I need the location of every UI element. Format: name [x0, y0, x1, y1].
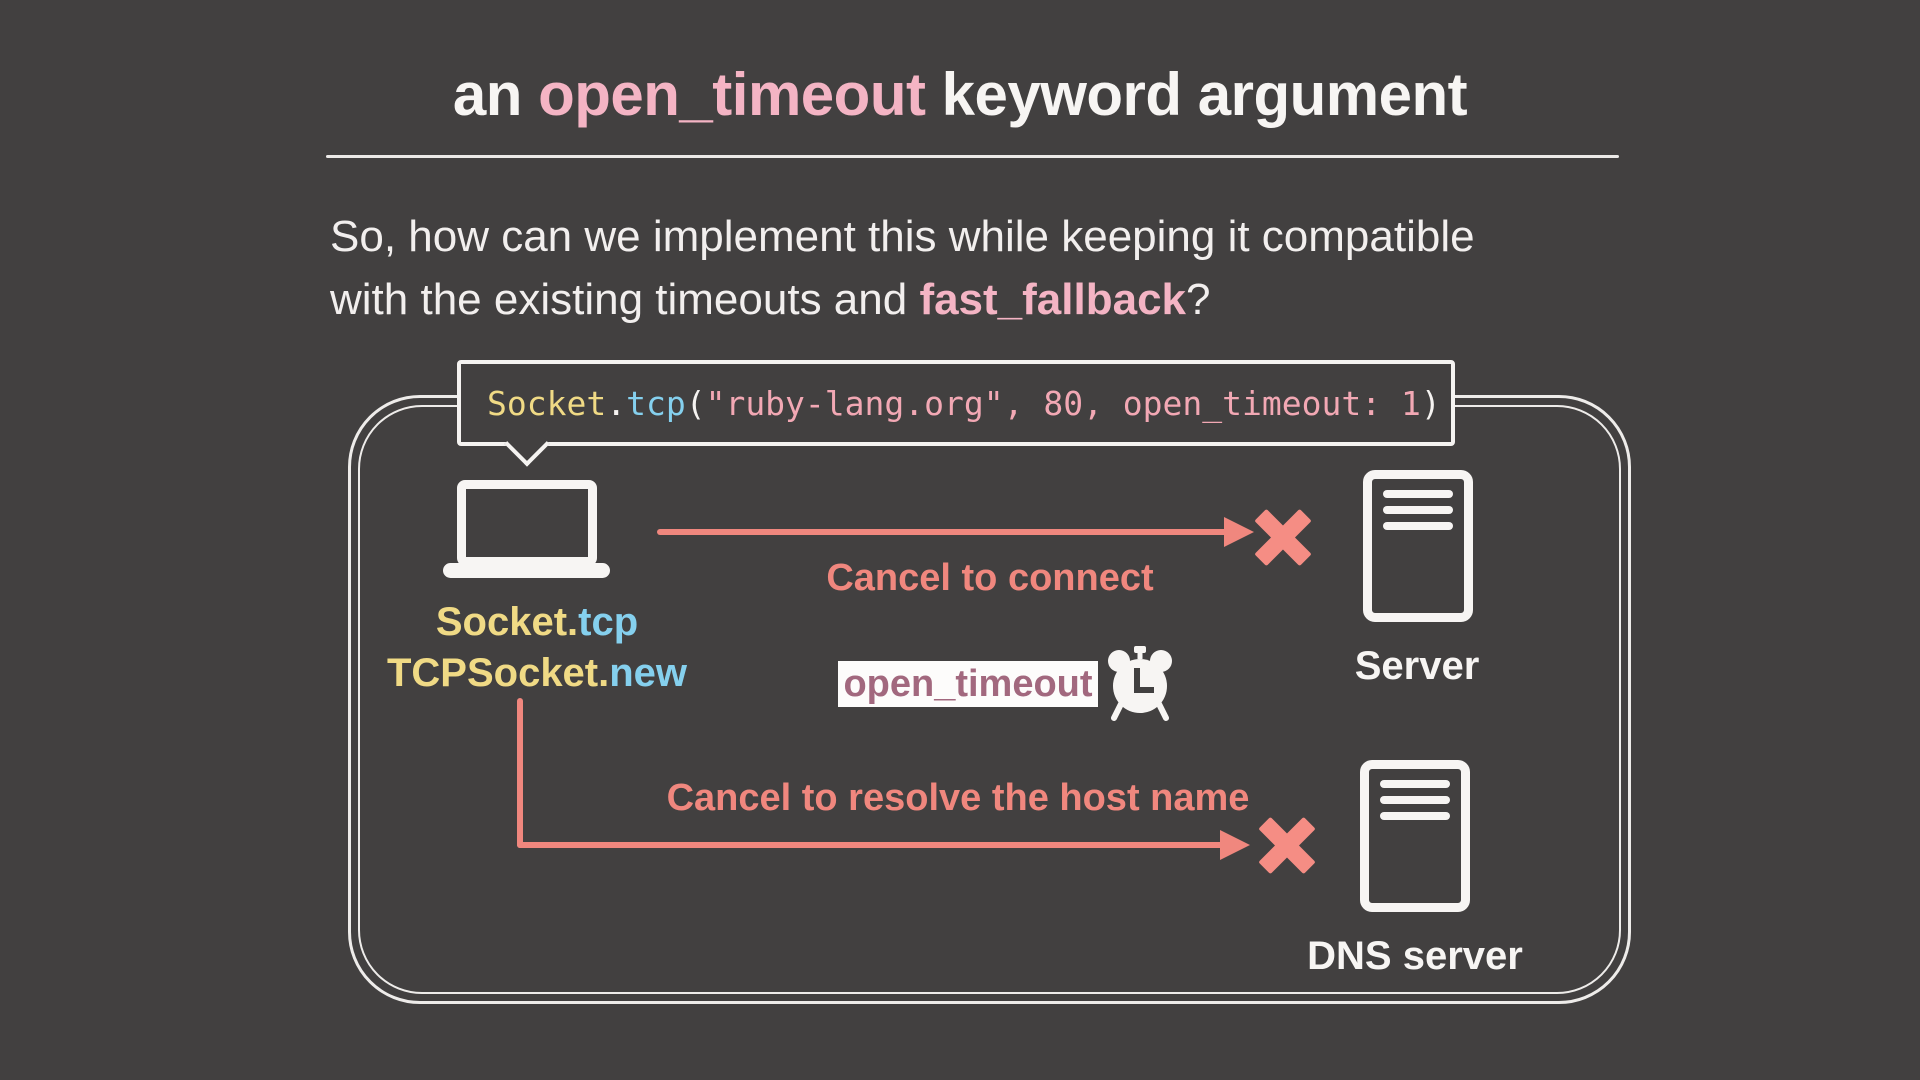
title-underline	[326, 155, 1619, 158]
subtitle-paragraph: So, how can we implement this while keep…	[330, 205, 1730, 331]
code-receiver: Socket	[487, 383, 607, 423]
title-suffix: keyword argument	[925, 61, 1468, 128]
code-arguments: "ruby-lang.org", 80, open_timeout: 1	[705, 383, 1421, 423]
slide-title: an open_timeout keyword argument	[0, 60, 1920, 129]
server-icon	[1363, 470, 1473, 622]
title-highlight: open_timeout	[538, 61, 926, 128]
client-label-socket-tcp: Socket.tcp	[435, 600, 639, 644]
code-method: tcp	[626, 383, 686, 423]
x-mark-icon-connect	[1254, 508, 1312, 567]
subtitle-line-2: with the existing timeouts and fast_fall…	[330, 268, 1730, 331]
open-timeout-badge: open_timeout	[838, 661, 1098, 707]
subtitle-line2-suffix: ?	[1186, 275, 1211, 324]
laptop-icon	[443, 480, 610, 578]
dns-server-label: DNS server	[1307, 934, 1523, 978]
resolve-cancel-label: Cancel to resolve the host name	[666, 777, 1250, 819]
client-label-tcpsocket-new: TCPSocket.new	[386, 651, 688, 695]
connect-arrow-line	[657, 529, 1227, 535]
resolve-arrow-horizontal-line	[517, 842, 1223, 848]
code-dot: .	[606, 383, 627, 423]
subtitle-line2-highlight: fast_fallback	[919, 275, 1187, 324]
dns-server-icon	[1360, 760, 1470, 912]
server-label: Server	[1354, 644, 1480, 688]
subtitle-line2-prefix: with the existing timeouts and	[330, 275, 920, 324]
connect-arrow-head	[1224, 517, 1254, 547]
alarm-clock-icon	[1108, 646, 1172, 721]
code-paren-close: )	[1420, 383, 1441, 423]
subtitle-line-1: So, how can we implement this while keep…	[330, 212, 1475, 261]
resolve-arrow-vertical-line	[517, 698, 523, 848]
code-paren-open: (	[685, 383, 706, 423]
code-speech-bubble: Socket.tcp("ruby-lang.org", 80, open_tim…	[457, 360, 1455, 467]
x-mark-icon-resolve	[1258, 816, 1316, 875]
title-prefix: an	[452, 61, 539, 128]
resolve-arrow-head	[1220, 830, 1250, 860]
connect-cancel-label: Cancel to connect	[826, 557, 1154, 599]
